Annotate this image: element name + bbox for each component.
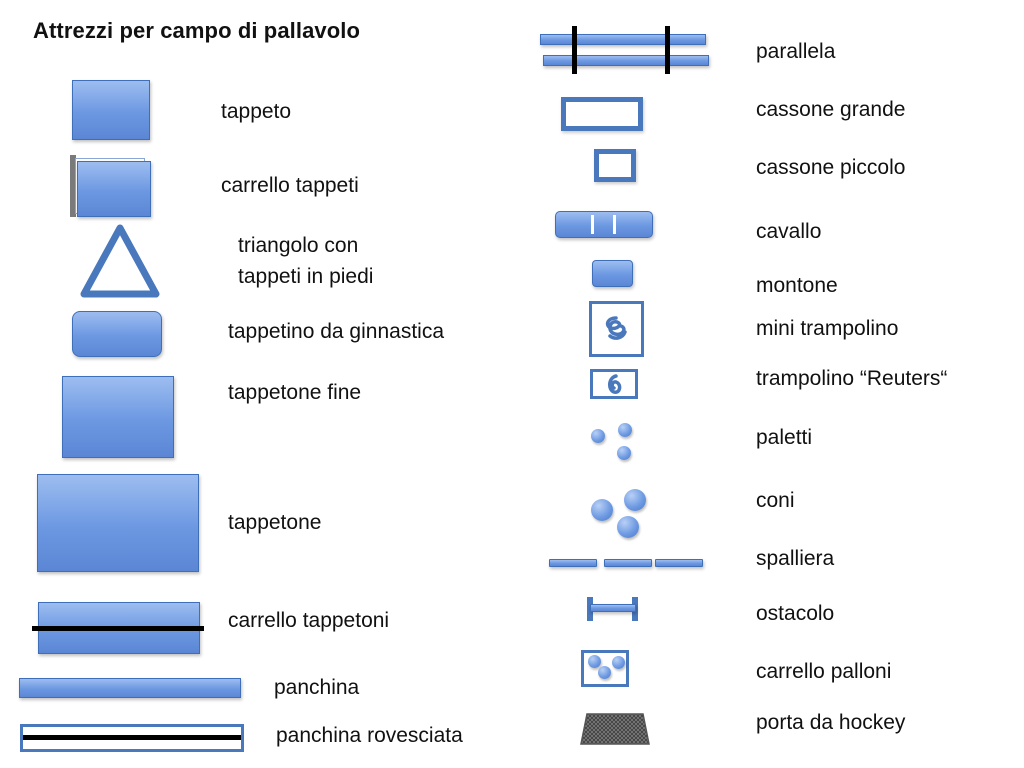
- label-parallela: parallela: [756, 40, 836, 63]
- carrello-tappetoni-symbol: [32, 602, 204, 656]
- label-carrello-tappeti: carrello tappeti: [221, 174, 359, 197]
- label-porta-hockey: porta da hockey: [756, 711, 906, 734]
- label-carrello-palloni: carrello palloni: [756, 660, 892, 683]
- trampolino-reuters-symbol: [590, 369, 638, 399]
- label-tappetone: tappetone: [228, 511, 322, 534]
- label-cassone-grande: cassone grande: [756, 98, 906, 121]
- label-trampolino-reuters: trampolino “Reuters“: [756, 367, 948, 390]
- label-cassone-piccolo: cassone piccolo: [756, 156, 906, 179]
- label-tappeto: tappeto: [221, 100, 292, 123]
- panchina-rovesciata-symbol: [20, 724, 244, 752]
- label-triangolo-line1: triangolo con: [238, 234, 359, 257]
- tappetino-symbol: [72, 311, 162, 357]
- mini-trampolino-symbol: [589, 301, 644, 357]
- label-cavallo: cavallo: [756, 220, 822, 243]
- label-panchina-rovesciata: panchina rovesciata: [276, 724, 463, 747]
- panchina-symbol: [19, 678, 241, 698]
- carrello-tappeti-symbol: [67, 155, 153, 219]
- label-ostacolo: ostacolo: [756, 602, 835, 625]
- label-montone: montone: [756, 274, 838, 297]
- tappetone-fine-symbol: [62, 376, 174, 458]
- cassone-piccolo-symbol: [594, 149, 636, 182]
- label-panchina: panchina: [274, 676, 360, 699]
- porta-hockey-symbol: [580, 713, 650, 745]
- cavallo-symbol: [555, 211, 653, 238]
- triangolo-symbol: [80, 224, 160, 298]
- carrello-palloni-symbol: [581, 650, 629, 687]
- label-triangolo-line2: tappeti in piedi: [238, 265, 374, 288]
- tappeto-symbol: [72, 80, 150, 140]
- label-spalliera: spalliera: [756, 547, 835, 570]
- label-paletti: paletti: [756, 426, 813, 449]
- label-tappetino: tappetino da ginnastica: [228, 320, 444, 343]
- montone-symbol: [592, 260, 633, 287]
- page-title: Attrezzi per campo di pallavolo: [33, 18, 361, 43]
- label-coni: coni: [756, 489, 795, 512]
- label-tappetone-fine: tappetone fine: [228, 381, 362, 404]
- label-mini-trampolino: mini trampolino: [756, 317, 899, 340]
- tappetone-symbol: [37, 474, 199, 572]
- label-carrello-tappetoni: carrello tappetoni: [228, 609, 390, 632]
- cassone-grande-symbol: [561, 97, 643, 131]
- parallela-symbol: [540, 26, 710, 76]
